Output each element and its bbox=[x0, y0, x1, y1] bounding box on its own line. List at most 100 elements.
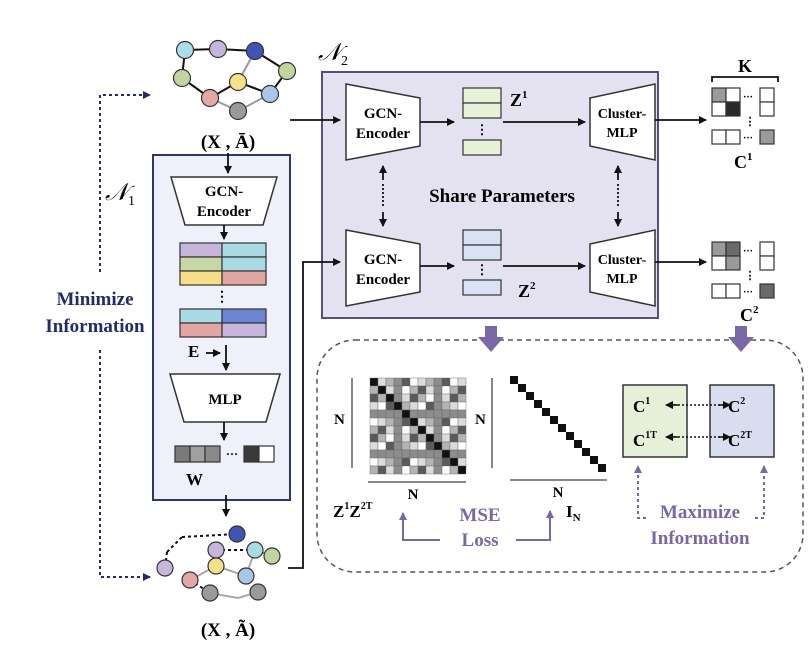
similarity-cell bbox=[433, 409, 443, 419]
similarity-cell bbox=[417, 465, 427, 475]
down-arrow-mse bbox=[478, 326, 504, 352]
similarity-cell bbox=[385, 409, 395, 419]
similarity-cell bbox=[385, 385, 395, 395]
similarity-cell bbox=[377, 441, 387, 451]
similarity-cell bbox=[457, 441, 467, 451]
similarity-cell bbox=[417, 425, 427, 435]
similarity-cell bbox=[449, 449, 459, 459]
similarity-cell bbox=[401, 441, 411, 451]
similarity-cell bbox=[409, 401, 419, 411]
similarity-cell bbox=[401, 385, 411, 395]
similarity-cell bbox=[449, 417, 459, 427]
similarity-cell bbox=[441, 377, 451, 387]
svg-text:⋮: ⋮ bbox=[476, 262, 489, 277]
similarity-cell bbox=[401, 465, 411, 475]
similarity-cell bbox=[457, 433, 467, 443]
similarity-cell bbox=[449, 441, 459, 451]
similarity-cell bbox=[401, 409, 411, 419]
similarity-cell bbox=[401, 417, 411, 427]
similarity-cell bbox=[449, 409, 459, 419]
svg-text:C1: C1 bbox=[633, 396, 650, 416]
similarity-cell bbox=[441, 457, 451, 467]
similarity-cell bbox=[441, 441, 451, 451]
n2-gcn-encoder-1: GCN- Encoder bbox=[345, 83, 421, 161]
similarity-cell bbox=[425, 385, 435, 395]
similarity-cell bbox=[393, 401, 403, 411]
similarity-cell bbox=[433, 457, 443, 467]
similarity-cell bbox=[377, 457, 387, 467]
similarity-cell bbox=[457, 401, 467, 411]
similarity-cell bbox=[393, 441, 403, 451]
identity-cell bbox=[534, 400, 542, 408]
identity-cell bbox=[558, 424, 566, 432]
weight-label: W bbox=[186, 470, 203, 489]
similarity-cell bbox=[393, 433, 403, 443]
similarity-cell bbox=[441, 393, 451, 403]
z2-embedding bbox=[462, 229, 502, 296]
c1-label: C1 bbox=[734, 151, 753, 172]
similarity-cell bbox=[369, 385, 379, 395]
identity-cell bbox=[526, 392, 534, 400]
svg-text:Encoder: Encoder bbox=[356, 126, 411, 142]
similarity-cell bbox=[425, 465, 435, 475]
identity-cell bbox=[582, 448, 590, 456]
similarity-cell bbox=[457, 385, 467, 395]
similarity-cell bbox=[433, 465, 443, 475]
identity-matrix bbox=[510, 376, 606, 472]
svg-text:GCN-: GCN- bbox=[205, 184, 243, 200]
similarity-cell bbox=[409, 377, 419, 387]
similarity-cell bbox=[433, 417, 443, 427]
original-graph-label: (X , Ā) bbox=[201, 132, 255, 153]
similarity-cell bbox=[425, 377, 435, 387]
similarity-cell bbox=[409, 457, 419, 467]
mse-label-2: Loss bbox=[462, 530, 499, 551]
similarity-cell bbox=[457, 409, 467, 419]
similarity-cell bbox=[449, 401, 459, 411]
similarity-cell bbox=[409, 425, 419, 435]
c2-box: C2 C2T bbox=[709, 384, 775, 458]
similarity-cell bbox=[409, 409, 419, 419]
svg-text:Encoder: Encoder bbox=[197, 204, 252, 220]
similarity-cell bbox=[449, 465, 459, 475]
similarity-cell bbox=[385, 433, 395, 443]
similarity-cell bbox=[425, 417, 435, 427]
similarity-cell bbox=[377, 377, 387, 387]
similarity-cell bbox=[449, 425, 459, 435]
n2-gcn-encoder-2: GCN- Encoder bbox=[345, 229, 421, 307]
svg-text:···: ··· bbox=[743, 133, 753, 144]
similarity-cell bbox=[369, 433, 379, 443]
similarity-cell bbox=[425, 409, 435, 419]
similarity-cell bbox=[369, 409, 379, 419]
svg-text:Cluster-: Cluster- bbox=[598, 107, 647, 122]
n-left-2: N bbox=[475, 412, 486, 428]
similarity-cell bbox=[393, 377, 403, 387]
z1z2t-label: Z1Z2T bbox=[333, 501, 373, 521]
similarity-cell bbox=[401, 401, 411, 411]
similarity-cell bbox=[385, 457, 395, 467]
similarity-cell bbox=[393, 409, 403, 419]
similarity-cell bbox=[377, 465, 387, 475]
svg-text:⋮: ⋮ bbox=[215, 290, 229, 305]
similarity-cell bbox=[409, 449, 419, 459]
similarity-cell bbox=[393, 425, 403, 435]
n1-gcn-encoder: GCN- Encoder bbox=[170, 176, 278, 226]
c2-label: C2 bbox=[740, 304, 759, 325]
similarity-cell bbox=[385, 465, 395, 475]
svg-text:···: ··· bbox=[743, 92, 753, 103]
similarity-cell bbox=[457, 393, 467, 403]
similarity-cell bbox=[457, 377, 467, 387]
similarity-cell bbox=[425, 401, 435, 411]
similarity-cell bbox=[425, 449, 435, 459]
cluster-mlp-1: Cluster- MLP bbox=[589, 83, 656, 161]
similarity-cell bbox=[417, 449, 427, 459]
similarity-cell bbox=[449, 457, 459, 467]
similarity-cell bbox=[425, 393, 435, 403]
similarity-cell bbox=[433, 449, 443, 459]
z2-label: Z2 bbox=[518, 280, 536, 301]
similarity-cell bbox=[393, 417, 403, 427]
n1-mlp: MLP bbox=[169, 373, 281, 423]
similarity-cell bbox=[377, 449, 387, 459]
svg-text:···: ··· bbox=[743, 287, 753, 298]
similarity-cell bbox=[409, 465, 419, 475]
